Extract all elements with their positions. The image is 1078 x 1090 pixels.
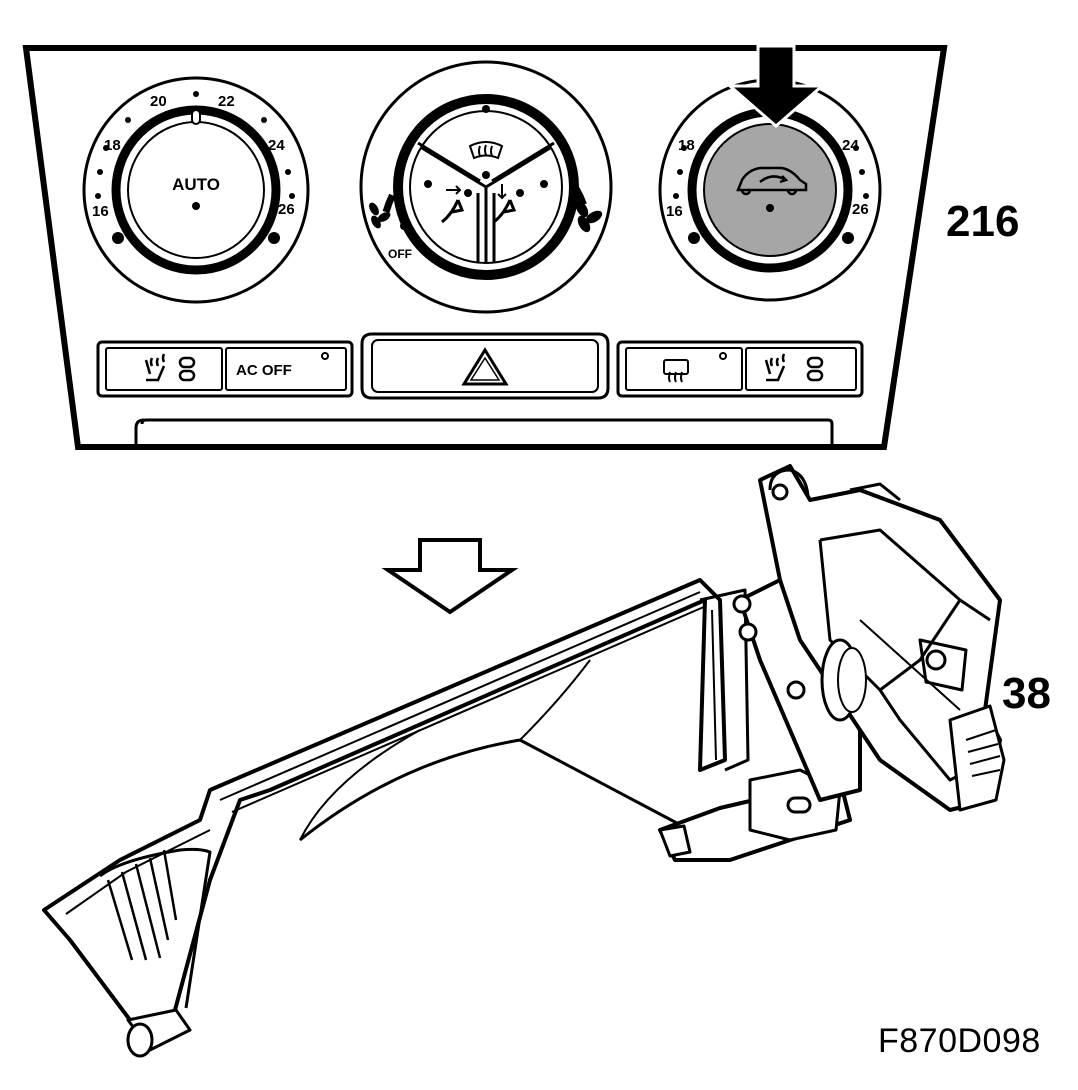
center-fan-dial bbox=[359, 60, 613, 314]
fan-high-icon bbox=[575, 200, 603, 233]
fan-low-icon bbox=[369, 202, 391, 229]
callout-216: 216 bbox=[946, 197, 1019, 246]
seat-heater-left-icon bbox=[144, 353, 196, 382]
right-scale-26: 26 bbox=[852, 201, 869, 218]
left-scale-18: 18 bbox=[104, 137, 121, 154]
flap-actuator-motor bbox=[758, 464, 1006, 812]
floor-vent-icon bbox=[493, 184, 524, 224]
rear-defrost-icon bbox=[663, 359, 689, 383]
left-scale-24: 24 bbox=[268, 137, 285, 154]
callout-38: 38 bbox=[1002, 669, 1051, 718]
figure-code: F870D098 bbox=[878, 1022, 1041, 1060]
hazard-triangle-icon bbox=[461, 347, 509, 386]
ac-off-button-label: AC OFF bbox=[236, 362, 292, 379]
right-scale-24: 24 bbox=[842, 137, 859, 154]
button-row bbox=[96, 332, 864, 400]
recirculation-car-icon bbox=[736, 166, 808, 196]
left-scale-20: 20 bbox=[150, 93, 167, 110]
flap-linkage bbox=[42, 578, 862, 1058]
right-scale-18: 18 bbox=[678, 137, 695, 154]
left-scale-26: 26 bbox=[278, 201, 295, 218]
defrost-windshield-icon bbox=[468, 141, 504, 160]
left-temp-dial bbox=[82, 76, 310, 304]
fan-off-label: OFF bbox=[388, 247, 412, 261]
right-temp-dial bbox=[658, 78, 882, 302]
auto-button-label: AUTO bbox=[172, 175, 220, 194]
right-scale-16: 16 bbox=[666, 203, 683, 220]
left-scale-16: 16 bbox=[92, 203, 109, 220]
seat-heater-right-icon bbox=[764, 353, 824, 382]
left-scale-22: 22 bbox=[218, 93, 235, 110]
solid-down-arrow-icon bbox=[725, 44, 827, 128]
face-vent-icon bbox=[441, 185, 472, 224]
outline-down-arrow-icon bbox=[381, 538, 519, 615]
